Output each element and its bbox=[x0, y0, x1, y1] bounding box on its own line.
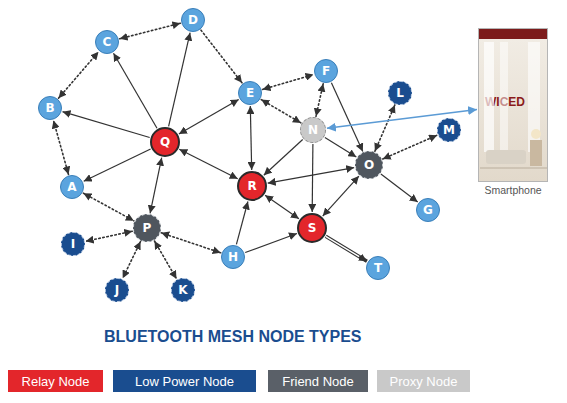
mesh-link bbox=[323, 176, 359, 216]
dotted-link bbox=[86, 231, 133, 241]
node-letter: S bbox=[308, 222, 317, 234]
mesh-link bbox=[264, 140, 303, 176]
node-letter: O bbox=[364, 159, 374, 171]
mesh-link bbox=[381, 174, 418, 202]
legend-swatch: Friend Node bbox=[268, 370, 368, 392]
mesh-node: G bbox=[416, 198, 440, 222]
low-power-node: L bbox=[388, 81, 412, 105]
node-letter: I bbox=[71, 238, 75, 250]
mesh-link bbox=[179, 149, 237, 179]
legend-label: Proxy Node bbox=[390, 374, 458, 389]
node-letter: E bbox=[246, 87, 254, 99]
relay-node: Q bbox=[150, 127, 180, 157]
dotted-link bbox=[263, 75, 314, 90]
legend-swatch: Low Power Node bbox=[113, 370, 256, 392]
mesh-link bbox=[265, 195, 299, 219]
smartphone: WICEDSmartphone bbox=[478, 28, 548, 182]
dotted-link bbox=[54, 121, 69, 175]
mesh-link bbox=[84, 149, 151, 181]
node-letter: P bbox=[143, 222, 152, 234]
dotted-link bbox=[120, 23, 181, 39]
low-power-node: J bbox=[105, 278, 129, 302]
mesh-link bbox=[331, 83, 362, 152]
dotted-link bbox=[59, 52, 99, 98]
dotted-link bbox=[123, 242, 141, 279]
friend-node: P bbox=[133, 214, 161, 242]
node-letter: R bbox=[247, 180, 256, 192]
mesh-link bbox=[325, 137, 356, 157]
mesh-node: B bbox=[38, 96, 62, 120]
node-letter: K bbox=[178, 284, 187, 296]
legend-label: Low Power Node bbox=[135, 374, 234, 389]
dotted-link bbox=[201, 30, 242, 83]
double-link bbox=[326, 236, 367, 261]
node-letter: D bbox=[188, 14, 198, 26]
mesh-link bbox=[169, 33, 191, 127]
mesh-node: C bbox=[95, 30, 119, 54]
dotted-link bbox=[161, 233, 221, 253]
low-power-node: M bbox=[437, 118, 461, 142]
friend-node: O bbox=[355, 151, 383, 179]
dotted-link bbox=[375, 105, 395, 151]
mesh-node: A bbox=[60, 175, 84, 199]
node-letter: B bbox=[45, 102, 54, 114]
legend-swatch: Proxy Node bbox=[377, 370, 470, 392]
relay-node: S bbox=[297, 213, 327, 243]
mesh-link bbox=[250, 106, 251, 170]
mesh-node: H bbox=[221, 245, 245, 269]
low-power-node: I bbox=[61, 232, 85, 256]
legend-label: Friend Node bbox=[282, 374, 354, 389]
low-power-node: K bbox=[171, 278, 195, 302]
mesh-link bbox=[114, 53, 158, 128]
device-caption: Smartphone bbox=[469, 184, 557, 196]
node-letter: M bbox=[443, 124, 455, 136]
node-letter: N bbox=[308, 124, 318, 136]
dotted-link bbox=[261, 100, 301, 123]
node-letter: A bbox=[67, 181, 76, 193]
mesh-link bbox=[179, 100, 239, 135]
dotted-link bbox=[83, 193, 133, 221]
dotted-link bbox=[316, 84, 323, 117]
node-letter: T bbox=[374, 262, 382, 274]
node-letter: Q bbox=[160, 136, 170, 148]
mesh-node: D bbox=[181, 8, 205, 32]
relay-node: R bbox=[237, 171, 267, 201]
dotted-link bbox=[155, 241, 177, 279]
proxy-node: N bbox=[300, 117, 326, 143]
node-letter: H bbox=[228, 251, 238, 263]
mesh-link bbox=[63, 112, 150, 138]
mesh-link bbox=[236, 202, 248, 245]
node-letter: F bbox=[322, 65, 330, 77]
mesh-link bbox=[245, 234, 297, 253]
legend-swatch: Relay Node bbox=[8, 370, 103, 392]
node-letter: C bbox=[103, 36, 112, 48]
mesh-link bbox=[268, 168, 355, 184]
node-letter: G bbox=[423, 204, 433, 216]
mesh-link bbox=[150, 158, 162, 214]
mesh-node: F bbox=[314, 59, 338, 83]
dotted-link bbox=[383, 135, 437, 159]
double-line-gap bbox=[326, 236, 360, 256]
node-letter: L bbox=[396, 87, 404, 99]
brand-text: WICED bbox=[479, 95, 547, 109]
legend-title: BLUETOOTH MESH NODE TYPES bbox=[104, 328, 362, 346]
mesh-node: E bbox=[238, 81, 262, 105]
mesh-link bbox=[312, 144, 314, 212]
mesh-node: T bbox=[366, 256, 390, 280]
node-letter: J bbox=[115, 284, 119, 296]
legend-label: Relay Node bbox=[22, 374, 90, 389]
